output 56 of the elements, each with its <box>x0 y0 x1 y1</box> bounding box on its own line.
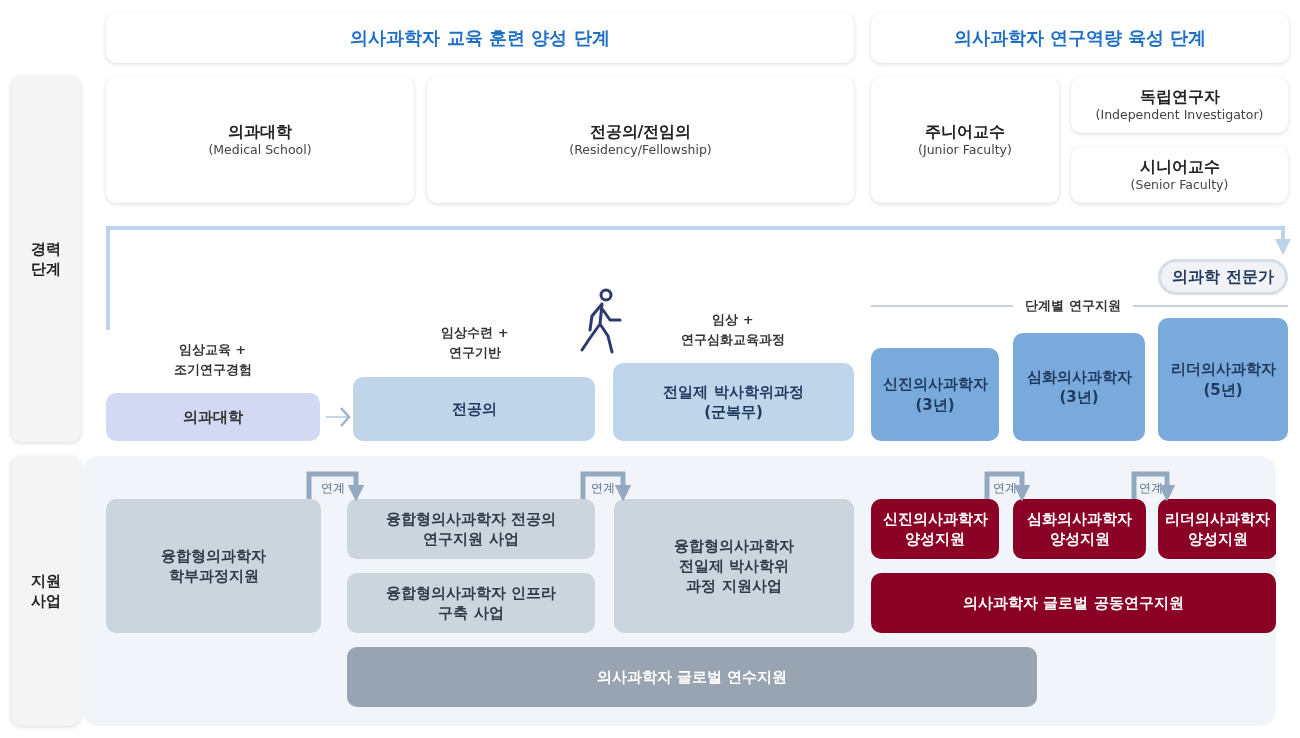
career-subtitle: (Junior Faculty) <box>918 142 1012 160</box>
program-label: 의사과학자 글로벌 연수지원 <box>596 666 788 688</box>
program-label: 심화의사과학자 양성지원 <box>1026 508 1133 550</box>
stage-step-label: 전공의 <box>451 398 497 420</box>
goal-label: 의과학 전문가 <box>1172 266 1274 288</box>
stage-step-label: 심화의사과학자 (3년) <box>1025 366 1133 408</box>
career-subtitle: (Medical School) <box>208 142 312 160</box>
stage-caption: 임상수련 + 연구기반 <box>440 324 510 362</box>
program-label: 신진의사과학자 양성지원 <box>881 508 989 550</box>
career-subtitle: (Senior Faculty) <box>1130 177 1229 195</box>
career-title: 전공의/전임의 <box>589 120 692 143</box>
program-label: 의사과학자 글로벌 공동연구지원 <box>963 592 1184 614</box>
program-label: 융합형의과학자 학부과정지원 <box>160 545 267 587</box>
stage-step-box <box>613 363 854 441</box>
edge-label: 연계 <box>589 480 617 496</box>
program-label: 융합형의사과학자 전일제 박사학위 과정 지원사업 <box>673 535 795 597</box>
career-title: 주니어교수 <box>925 120 1005 143</box>
arrow <box>1131 471 1176 502</box>
stage-caption: 임상교육 + 조기연구경험 <box>172 341 253 379</box>
stage-step-box <box>353 377 595 441</box>
program-box <box>614 499 854 633</box>
arrow <box>580 471 632 502</box>
row-label: 경력 단계 <box>30 238 62 280</box>
program-box <box>347 499 595 559</box>
stage-step-box <box>1013 333 1145 441</box>
stage-step-box <box>1158 318 1288 441</box>
stage-step-label: 리더의사과학자 (5년) <box>1169 359 1277 400</box>
stage-step-box <box>871 348 999 441</box>
stage-step-label: 의과대학 <box>183 406 243 428</box>
career-title: 의과대학 <box>228 120 292 143</box>
row-label: 지원 사업 <box>30 570 62 612</box>
career-title: 시니어교수 <box>1139 155 1220 178</box>
career-title: 독립연구자 <box>1139 85 1220 108</box>
stage-step-label: 전일제 박사학위과정 (군복무) <box>662 381 805 423</box>
program-box <box>871 499 999 559</box>
stage-header-title: 의사과학자 연구역량 육성 단계 <box>953 25 1207 50</box>
program-label: 융합형의사과학자 인프라 구축 사업 <box>384 582 558 624</box>
arrow <box>106 226 1291 330</box>
program-box <box>106 499 321 633</box>
goal-pill <box>1158 259 1288 295</box>
program-label: 융합형의사과학자 전공의 연구지원 사업 <box>384 508 558 550</box>
program-box <box>1158 499 1276 559</box>
career-subtitle: (Independent Investigator) <box>1095 107 1264 125</box>
arrow <box>984 471 1031 502</box>
program-box <box>871 573 1276 633</box>
program-label: 리더의사과학자 양성지원 <box>1164 508 1271 550</box>
stage-step-box <box>106 393 320 441</box>
program-box <box>1013 499 1146 559</box>
arrow <box>306 471 365 502</box>
program-box <box>347 573 595 633</box>
chevron-arrow <box>325 406 351 428</box>
career-subtitle: (Residency/Fellowship) <box>569 142 712 160</box>
stage-step-label: 신진의사과학자 (3년) <box>881 374 989 415</box>
program-box <box>347 647 1037 707</box>
stage-caption: 임상 + 연구심화교육과정 <box>680 311 786 349</box>
stage-header-title: 의사과학자 교육 훈련 양성 단계 <box>350 25 610 50</box>
